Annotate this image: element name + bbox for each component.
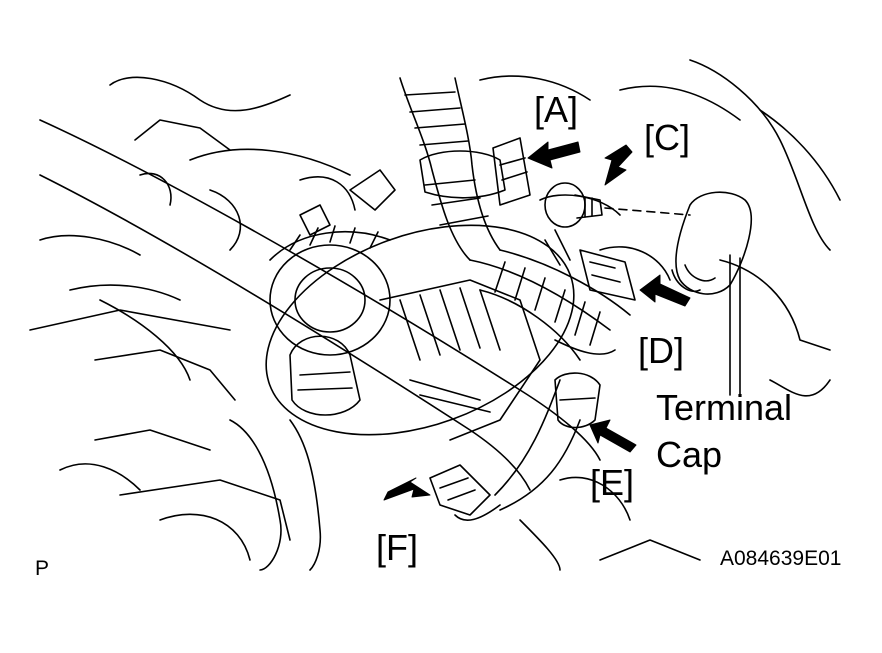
- arrow-e: [589, 419, 637, 453]
- callout-label-a: [A]: [534, 89, 579, 130]
- callout-label-c: [C]: [644, 117, 691, 158]
- figure-code: A084639E01: [720, 547, 842, 570]
- callout-label-d: [D]: [638, 330, 685, 371]
- arrow-a: [527, 141, 581, 169]
- connector-f: [429, 464, 491, 516]
- wire-clamp-e: [554, 372, 601, 429]
- sub-wire: [454, 379, 581, 521]
- connector-a: [492, 137, 531, 206]
- arrow-f: [383, 477, 431, 501]
- callout-arrows: [383, 141, 691, 501]
- alternator: [265, 169, 575, 441]
- callout-label-e: [E]: [590, 462, 635, 503]
- corner-label: P: [35, 557, 50, 580]
- arrow-c: [604, 144, 633, 186]
- callout-label-f: [F]: [376, 527, 418, 568]
- terminal-bolt-c: [544, 182, 691, 228]
- engine-background-linework: [29, 59, 841, 571]
- callout-label-terminal-line1: Terminal: [656, 387, 793, 428]
- arrow-d: [639, 274, 691, 307]
- terminal-cap-leader: [729, 254, 741, 396]
- hose-and-fitting: [229, 335, 361, 571]
- wire-harness-corrugated-tube: [399, 77, 631, 361]
- connector-d: [544, 229, 636, 301]
- callout-label-terminal-line2: Cap: [656, 434, 723, 475]
